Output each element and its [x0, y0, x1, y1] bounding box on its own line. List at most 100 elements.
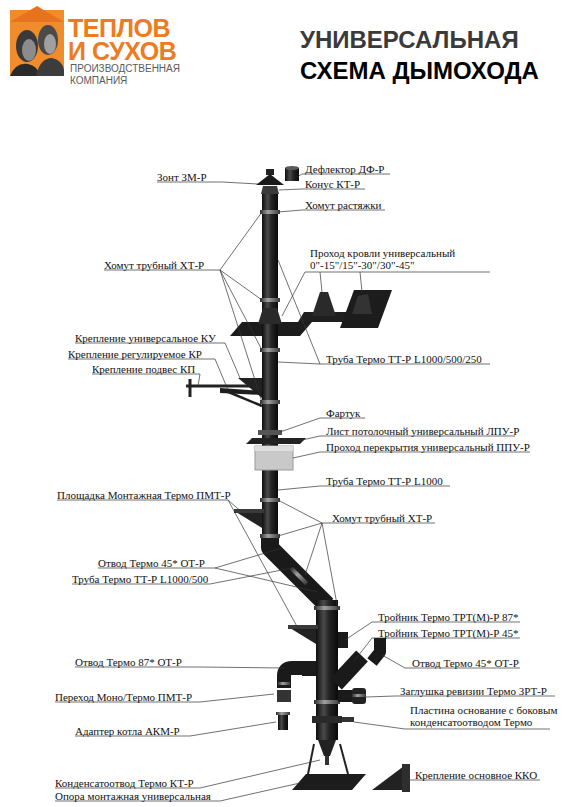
- leader-line: [278, 260, 490, 364]
- part-label: Крепление основное ККО: [415, 769, 537, 781]
- logo-emblem: [10, 6, 64, 22]
- part-label: Отвод Термо 45* ОТ-Р: [98, 557, 205, 569]
- part-label: Крепление регулируемое КР: [68, 348, 202, 360]
- logo-emblem: [22, 39, 36, 61]
- part-label: Зонт ЗМ-Р: [157, 171, 207, 183]
- part-label: Крепление универсальное КУ: [75, 332, 216, 344]
- part-label: Заглушка ревизии Термо ЗРТ-Р: [400, 685, 547, 697]
- revision-cap: [352, 688, 366, 704]
- part-label: Площадка Монтажная Термо ПМТ-Р: [57, 489, 231, 501]
- roof-pass: [230, 290, 392, 336]
- revision-cap: [338, 690, 352, 702]
- leader-line: [282, 272, 490, 316]
- tee: [302, 661, 316, 676]
- part-label: Хомут растяжки: [305, 199, 381, 211]
- elbow: [372, 638, 380, 662]
- condensate-drain: [318, 740, 336, 765]
- pipe-clamp: [260, 400, 280, 404]
- logo-emblem: [10, 64, 40, 76]
- logo-emblem: [38, 25, 58, 55]
- main-bracket: [372, 764, 410, 792]
- condensate-drain: [318, 740, 336, 756]
- logo-emblem: [10, 6, 64, 76]
- leader-line: [382, 655, 520, 668]
- pipe-clamp: [260, 348, 280, 352]
- boiler-adapter: [276, 712, 290, 730]
- leader-line: [72, 568, 292, 584]
- part-label: Проход кровли универсальный 0"-15"/15"-3…: [310, 247, 492, 271]
- base-plate: [342, 717, 354, 722]
- wall-bracket: [226, 391, 262, 406]
- pipe-clamp: [314, 606, 340, 610]
- part-label: Хомут трубный ХТ-Р: [104, 259, 204, 271]
- mounting-support: [308, 744, 314, 774]
- pipe-clamp: [278, 682, 290, 685]
- mounting-platform: [236, 512, 262, 528]
- wall-bracket: [238, 378, 262, 398]
- deflector: [285, 166, 299, 181]
- part-label: Труба Термо ТТ-Р L1000: [326, 475, 443, 487]
- leader-line: [345, 622, 520, 640]
- pipe-clamp: [260, 498, 280, 502]
- diagram-title: УНИВЕРСАЛЬНАЯ СХЕМА ДЫМОХОДА: [300, 24, 562, 86]
- leader-line: [55, 760, 320, 788]
- base-plate: [312, 716, 354, 723]
- pipe-clamp: [260, 534, 280, 538]
- umbrella: [256, 174, 284, 185]
- main-bracket: [372, 766, 404, 790]
- wall-bracket: [186, 378, 262, 406]
- part-label: Переход Моно/Термо ПМТ-Р: [55, 691, 192, 703]
- leader-line: [57, 500, 300, 632]
- part-label: Отвод Термо 45* ОТ-Р: [412, 657, 519, 669]
- revision-cap: [352, 694, 366, 697]
- leader-line: [278, 500, 435, 610]
- logo-subtitle: ПРОИЗВОДСТВЕННАЯ КОМПАНИЯ: [70, 63, 195, 87]
- part-label: Конденсатоотвод Термо КТ-Р: [55, 777, 194, 789]
- leader-line: [92, 374, 200, 386]
- pipe: [262, 194, 278, 540]
- pipe-clamp: [260, 298, 280, 302]
- tee: [336, 656, 362, 684]
- leader-line: [355, 638, 520, 660]
- pipe-clamp: [290, 567, 308, 585]
- part-label: Труба Термо ТТ-Р L1000/500/250: [326, 353, 482, 365]
- part-label: Проход перекрытия универсальный ППУ-Р: [326, 441, 530, 453]
- boiler-adapter: [278, 715, 288, 730]
- pipe-clamp: [260, 210, 280, 214]
- leader-line: [98, 548, 318, 592]
- part-label: Пластина основание с боковым конденсатоо…: [410, 704, 575, 728]
- boiler-adapter: [276, 712, 290, 715]
- roof-pass: [312, 292, 336, 316]
- wall-bracket: [189, 379, 192, 397]
- part-label: Конус КТ-Р: [305, 178, 360, 190]
- part-label: Хомут трубный ХТ-Р: [332, 512, 432, 524]
- part-label: Труба Термо ТТ-Р L1000/500: [72, 573, 208, 585]
- part-label: Тройник Термо ТРТ(М)-Р 87*: [378, 611, 519, 623]
- part-label: Адаптер котла АКМ-Р: [75, 725, 180, 737]
- logo-emblem: [36, 58, 64, 76]
- logo-emblem: [16, 30, 38, 62]
- logo-name: ТЕПЛОВ И СУХОВ: [68, 17, 188, 63]
- pipe-clamp: [314, 700, 340, 704]
- mounting-support: [292, 744, 366, 790]
- umbrella: [256, 169, 284, 185]
- leader-line: [68, 359, 228, 390]
- tee: [338, 632, 348, 648]
- part-label: Крепление подвес КП: [92, 363, 195, 375]
- ceiling-pass: [255, 446, 293, 451]
- roof-cone: [258, 308, 282, 324]
- part-label: Лист потолочный универсальный ЛПУ-Р: [326, 425, 519, 437]
- roof-pass: [340, 290, 392, 328]
- condensate-drain: [325, 756, 329, 765]
- tee: [302, 632, 362, 684]
- cone: [261, 186, 279, 194]
- leader-line: [75, 722, 276, 736]
- part-label: Опора монтажная универсальная: [55, 790, 211, 802]
- mounting-support: [340, 744, 348, 774]
- revision-cap: [338, 688, 366, 704]
- ceiling-pass: [255, 446, 293, 470]
- mounting-platform: [234, 509, 318, 644]
- transition: [277, 690, 291, 702]
- mounting-platform: [288, 625, 318, 629]
